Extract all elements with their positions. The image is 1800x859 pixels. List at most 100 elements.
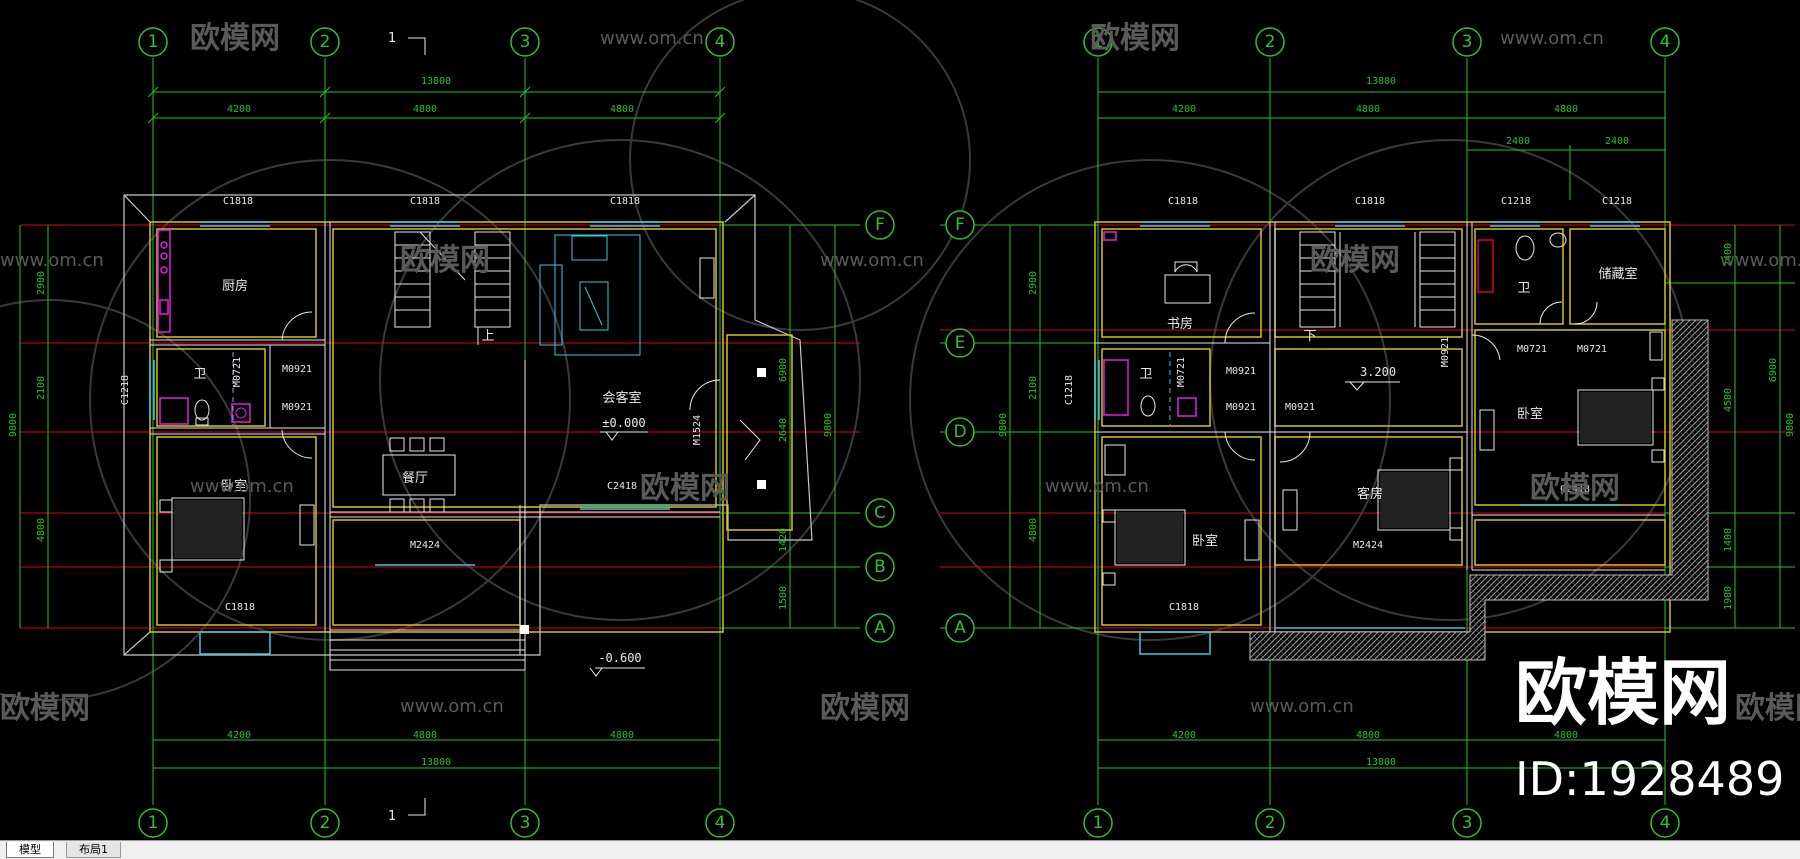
plan2-label-c1818c: C1818 [1169, 602, 1199, 613]
plan1-bubble-col-3: 3 [520, 32, 531, 52]
watermarks: 欧模网 www.om.cn 欧模网 www.om.cn www.om.cn 欧模… [0, 21, 1800, 726]
plan1-section-mark-top [408, 37, 426, 55]
plan2-bubble-col-2-bottom: 2 [1265, 813, 1276, 833]
plan1-bubble-row-A: A [874, 618, 886, 638]
wm-url-4: www.om.cn [820, 250, 924, 271]
plan2-fixtures [1103, 231, 1567, 425]
plan1-bed [159, 497, 315, 573]
plan2-dim-total-bottom: 13800 [1366, 757, 1396, 768]
plan2-label-m2424: M2424 [1353, 540, 1383, 551]
wm-brand-1: 欧模网 [190, 21, 280, 56]
plan1-dim-right-total: 9800 [823, 413, 834, 437]
plan1-doors [281, 311, 761, 461]
brand-watermark-large: 欧模网 ID:1928489 [1515, 651, 1784, 806]
wm-url-7: www.om.cn [1045, 476, 1149, 497]
plan1-kitchen-counter [157, 229, 171, 333]
wm-url-9: www.om.cn [1250, 696, 1354, 717]
plan2-bubble-col-1-bottom: 1 [1093, 813, 1104, 833]
plan1-room-kitchen: 厨房 [222, 278, 248, 294]
plan1-bubble-col-1: 1 [148, 32, 159, 52]
plan1-level-symbols [589, 431, 648, 677]
plan1-room-bedroom: 卧室 [221, 478, 247, 494]
plan1-section-label-bottom: 1 [388, 809, 396, 824]
wm-brand-8: 欧模网 [820, 691, 910, 726]
plan1-living-furniture [539, 234, 715, 356]
plan1-room-bath: 卫 [193, 367, 206, 382]
plan2-dim-split-2: 2400 [1605, 136, 1629, 147]
plan1-grid-bubbles [138, 27, 895, 838]
plan1-roof-outline [123, 194, 813, 656]
plan1-bubble-col-2-bottom: 2 [320, 813, 331, 833]
layout-tab-bar: 模型 布局1 [0, 840, 1800, 859]
cad-drawing-canvas[interactable]: 1 2 3 4 1 2 3 4 F C B A 1 1 13800 4200 4… [0, 0, 1800, 840]
plan1-dim-seg1-top: 4200 [227, 104, 251, 115]
plan1-dim-left-1: 2900 [36, 271, 47, 295]
plan2-label-m0921b: M0921 [1226, 402, 1256, 413]
plan1-dim-seg3-bottom: 4800 [610, 730, 634, 741]
plan2-room-study: 书房 [1167, 316, 1193, 332]
plan2-room-bedroom-a: 卧室 [1517, 406, 1543, 422]
plan2-bubble-col-2: 2 [1265, 32, 1276, 52]
plan1-bubble-col-4-bottom: 4 [715, 813, 726, 833]
plan1-bubble-col-1-bottom: 1 [148, 813, 159, 833]
plan1-bubble-col-4: 4 [715, 32, 726, 52]
tab-model[interactable]: 模型 [6, 842, 54, 858]
plan2-label-c1818b: C1818 [1355, 196, 1385, 207]
plan2-dim-total-top: 13800 [1366, 76, 1396, 87]
plan1-dim-seg3-top: 4800 [610, 104, 634, 115]
plan2-roof-hatch [1249, 319, 1709, 661]
plan1-bubble-row-F: F [875, 215, 885, 235]
plan2-bubble-col-4-bottom: 4 [1660, 813, 1671, 833]
plan2-dim-seg3-bottom: 4800 [1554, 730, 1578, 741]
plan1-windows [149, 221, 670, 655]
plan2-label-down: 下 [1303, 329, 1316, 344]
plan2-bubble-row-E: E [955, 333, 966, 353]
plan2-bubble-col-3: 3 [1462, 32, 1473, 52]
plan1-dim-right-3: 1420 [778, 528, 789, 552]
wm-brand-9: 欧模网 [1735, 691, 1800, 726]
plan2-dim-seg3-top: 4800 [1554, 104, 1578, 115]
plan2-doors [1224, 301, 1598, 463]
plan1-label-c1818c: C1818 [610, 196, 640, 207]
plan1-section-mark-bottom [408, 798, 426, 816]
plan1-entry-steps [329, 629, 526, 671]
plan2-dim-left-2: 2100 [1028, 376, 1039, 400]
wm-url-6: www.om.cn [190, 476, 294, 497]
plan2-dim-split-1: 2400 [1506, 136, 1530, 147]
wm-url-2: www.om.cn [1500, 28, 1604, 49]
plan2-label-m0721b: M0721 [1517, 344, 1547, 355]
brand-large-text: 欧模网 [1515, 651, 1731, 735]
plan2-dim-left-1: 2900 [1028, 271, 1039, 295]
plan2-label-m0921a: M0921 [1226, 366, 1256, 377]
plan2-room-bath-right: 卫 [1517, 281, 1530, 296]
plan1-stairs [394, 231, 511, 345]
plan1-label-up: 上 [481, 329, 494, 344]
plan2-windows [1094, 221, 1640, 655]
plan2-label-c1218b: C1218 [1602, 196, 1632, 207]
plan1-axis-red [20, 170, 860, 640]
plan2-bubble-col-3-bottom: 3 [1462, 813, 1473, 833]
plan1-room-living: 会客室 [602, 390, 641, 406]
wm-url-1: www.om.cn [600, 28, 704, 49]
plan2-room-bedroom-b: 卧室 [1192, 533, 1218, 549]
plan2-dim-seg2-top: 4800 [1356, 104, 1380, 115]
plan2-dim-seg1-bottom: 4200 [1172, 730, 1196, 741]
plan1-dim-seg2-bottom: 4800 [413, 730, 437, 741]
wm-brand-4: 欧模网 [1310, 243, 1400, 278]
tab-layout-1[interactable]: 布局1 [66, 842, 121, 858]
plan1-dim-total-bottom: 13800 [421, 757, 451, 768]
plan2-label-c1818a: C1818 [1168, 196, 1198, 207]
plan2-beds [1102, 331, 1665, 586]
plan2-dim-right-1: 2400 [1723, 243, 1734, 267]
wm-brand-6: 欧模网 [1530, 471, 1620, 506]
plan1-label-m0721: M0721 [232, 357, 243, 387]
plan1-room-dining: 餐厅 [402, 470, 428, 486]
plan1-label-c2418: C2418 [607, 481, 637, 492]
plan2-dim-left-3: 4800 [1028, 518, 1039, 542]
wm-brand-3: 欧模网 [400, 243, 490, 278]
plan2-dim-right-2: 4500 [1723, 388, 1734, 412]
plan1-bubble-col-3-bottom: 3 [520, 813, 531, 833]
plan1-label-c1218: C1218 [120, 375, 131, 405]
brand-id-text: ID:1928489 [1515, 752, 1784, 806]
plan1-dining-set [382, 437, 456, 513]
